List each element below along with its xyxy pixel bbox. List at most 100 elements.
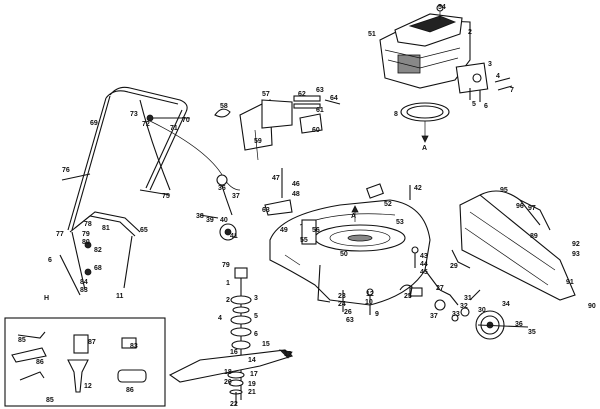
label-15: 15 (262, 341, 270, 348)
label-72: 72 (142, 121, 150, 128)
label-22: 22 (230, 401, 238, 408)
label-9: 9 (375, 311, 379, 318)
label-6b: 6 (254, 331, 258, 338)
label-14: 14 (248, 357, 256, 364)
label-91: 91 (566, 279, 574, 286)
label-86: 86 (36, 359, 44, 366)
label-31: 31 (464, 295, 472, 302)
label-76: 76 (62, 167, 70, 174)
label-11: 11 (116, 293, 124, 300)
label-84: 84 (80, 279, 88, 286)
label-2: 2 (468, 29, 472, 36)
label-60: 60 (312, 127, 320, 134)
label-21: 21 (248, 389, 256, 396)
label-47: 47 (272, 175, 280, 182)
label-39: 39 (206, 217, 214, 224)
arrow-label-a-deck: A (351, 213, 356, 220)
rear-height-lever (409, 249, 471, 297)
label-58: 58 (220, 103, 228, 110)
height-adjuster-left (199, 174, 237, 241)
label-44: 44 (420, 261, 428, 268)
label-3b: 3 (254, 295, 258, 302)
label-63: 63 (316, 87, 324, 94)
label-12b: 12 (84, 383, 92, 390)
label-88: 86 (126, 387, 134, 394)
arrow-a-deck (351, 205, 359, 222)
label-26: 26 (344, 309, 352, 316)
engine-assembly (379, 4, 489, 94)
label-69: 69 (90, 120, 98, 127)
label-30: 30 (478, 307, 486, 314)
throttle-bracket-assembly (214, 95, 341, 161)
label-64: 64 (330, 95, 338, 102)
label-54: 54 (438, 4, 446, 11)
label-5: 5 (472, 101, 476, 108)
label-36: 36 (218, 185, 226, 192)
label-52: 52 (384, 201, 392, 208)
label-78: 78 (84, 221, 92, 228)
blade-stack (230, 267, 252, 400)
arrow-label-a-top: A (422, 145, 427, 152)
label-35: 35 (528, 329, 536, 336)
grass-catcher (459, 190, 576, 301)
label-53: 53 (396, 219, 404, 226)
part-labels: 54 51 2 3 4 7 5 6 8 A 58 57 62 63 64 61 … (18, 4, 596, 408)
label-10: 10 (365, 299, 373, 306)
label-18: 18 (224, 369, 232, 376)
label-4b: 4 (218, 315, 222, 322)
engine-gasket-ring (400, 102, 450, 122)
label-97: 97 (528, 205, 536, 212)
label-85b: 85 (46, 397, 54, 404)
label-40: 40 (220, 217, 228, 224)
label-19: 19 (248, 381, 256, 388)
label-8: 8 (394, 111, 398, 118)
label-50: 50 (340, 251, 348, 258)
label-49: 49 (280, 227, 288, 234)
label-85a: 85 (18, 337, 26, 344)
label-34: 34 (502, 301, 510, 308)
label-75: 75 (162, 193, 170, 200)
label-79: 79 (82, 231, 90, 238)
label-3: 3 (488, 61, 492, 68)
rear-axle-parts (434, 289, 481, 322)
label-25: 25 (404, 293, 412, 300)
label-90: 90 (588, 303, 596, 310)
label-95: 95 (500, 187, 508, 194)
deck-screws (342, 185, 419, 315)
front-hook (399, 284, 413, 299)
label-24: 24 (338, 301, 346, 308)
label-27: 27 (436, 285, 444, 292)
blade-hardware (227, 371, 245, 405)
label-73: 73 (130, 111, 138, 118)
label-2b: 2 (226, 297, 230, 304)
label-83c: 83 (130, 343, 138, 350)
engine-mount-screws (469, 77, 513, 102)
label-93: 93 (572, 251, 580, 258)
label-12: 12 (366, 291, 374, 298)
label-77: 77 (56, 231, 64, 238)
label-13: 13 (284, 351, 292, 358)
label-71: 71 (170, 125, 178, 132)
label-89: 89 (530, 233, 538, 240)
label-79b: 79 (222, 262, 230, 269)
label-36b: 36 (515, 321, 523, 328)
label-43: 43 (420, 253, 428, 260)
label-16: 16 (230, 349, 238, 356)
label-57: 57 (262, 91, 270, 98)
label-51: 51 (368, 31, 376, 38)
label-1: 1 (226, 280, 230, 287)
label-82: 82 (94, 247, 102, 254)
label-56: 56 (312, 227, 320, 234)
label-62: 62 (298, 91, 306, 98)
label-7: 7 (510, 87, 514, 94)
label-63b: 63 (262, 207, 270, 214)
label-63c: 63 (346, 317, 354, 324)
label-83: 83 (80, 287, 88, 294)
label-42: 42 (414, 185, 422, 192)
tool-parts (11, 331, 147, 393)
label-80: 80 (82, 239, 90, 246)
label-37b: 37 (430, 313, 438, 320)
label-29: 29 (450, 263, 458, 270)
label-59: 59 (254, 138, 262, 145)
